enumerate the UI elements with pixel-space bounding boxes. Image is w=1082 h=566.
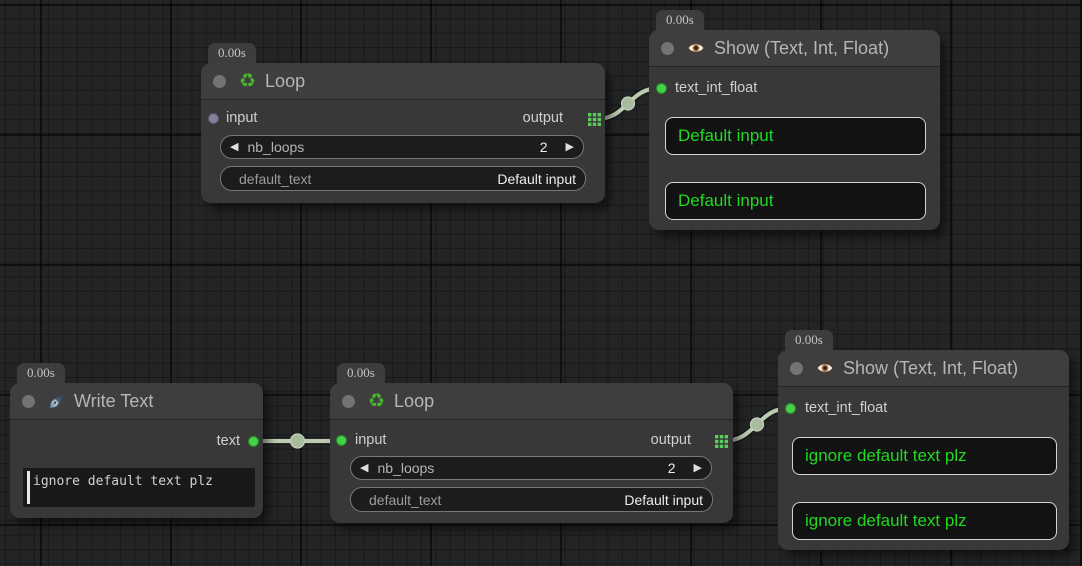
- node-show-top[interactable]: 0.00s Show (Text, Int, Float) text_int_f…: [649, 30, 940, 230]
- input-slot-dot[interactable]: [785, 403, 796, 414]
- node-title: Write Text: [74, 391, 153, 412]
- eye-icon: [816, 361, 834, 375]
- default-text-widget[interactable]: default_text Default input: [220, 166, 586, 191]
- node-write-text[interactable]: 0.00s Write Text text ignore default tex…: [10, 383, 263, 518]
- collapse-dot[interactable]: [790, 362, 803, 375]
- output-slot-label: output: [651, 432, 691, 448]
- nb-loops-label: nb_loops: [247, 139, 304, 155]
- node-title: Loop: [265, 71, 305, 92]
- nb-loops-widget[interactable]: ◀ nb_loops 2 ▶: [220, 135, 584, 159]
- show-text-box[interactable]: ignore default text plz: [792, 502, 1057, 540]
- node-title: Show (Text, Int, Float): [843, 358, 1018, 379]
- recycle-icon: ♻: [239, 72, 256, 91]
- default-text-label: default_text: [369, 492, 441, 508]
- textarea-content: ignore default text plz: [33, 474, 213, 489]
- eye-icon: [687, 41, 705, 55]
- node-title: Loop: [394, 391, 434, 412]
- link-midpoint-dot[interactable]: [751, 418, 764, 431]
- default-text-label: default_text: [239, 171, 311, 187]
- show-text-box[interactable]: Default input: [665, 117, 926, 155]
- execution-time-badge: 0.00s: [17, 363, 65, 383]
- node-loop-top[interactable]: 0.00s ♻ Loop input output ◀ nb_loops 2 ▶…: [201, 63, 605, 203]
- text-cursor: [27, 471, 30, 504]
- recycle-glyph: ♻: [368, 392, 385, 411]
- collapse-dot[interactable]: [342, 395, 355, 408]
- recycle-icon: ♻: [368, 392, 385, 411]
- nb-loops-value: 2: [540, 139, 548, 155]
- collapse-dot[interactable]: [661, 42, 674, 55]
- node-header[interactable]: ♻ Loop: [330, 383, 733, 420]
- decrement-arrow-icon[interactable]: ◀: [230, 142, 238, 153]
- link-midpoint-dot[interactable]: [622, 97, 635, 110]
- nb-loops-label: nb_loops: [377, 460, 434, 476]
- output-slot-label: text: [217, 433, 240, 449]
- default-text-widget[interactable]: default_text Default input: [350, 487, 713, 512]
- link-midpoint-dot[interactable]: [291, 434, 305, 448]
- decrement-arrow-icon[interactable]: ◀: [360, 463, 368, 474]
- input-slot-label: text_int_float: [675, 80, 757, 96]
- node-title: Show (Text, Int, Float): [714, 38, 889, 59]
- show-text-box[interactable]: ignore default text plz: [792, 437, 1057, 475]
- output-slot-label: output: [523, 110, 563, 126]
- recycle-glyph: ♻: [239, 72, 256, 91]
- output-grid-slot-icon[interactable]: [715, 435, 728, 448]
- text-editor-area[interactable]: ignore default text plz: [23, 468, 255, 507]
- increment-arrow-icon[interactable]: ▶: [566, 142, 574, 153]
- input-slot-dot[interactable]: [656, 83, 667, 94]
- input-slot-label: input: [355, 432, 386, 448]
- show-text-box[interactable]: Default input: [665, 182, 926, 220]
- node-header[interactable]: Show (Text, Int, Float): [649, 30, 940, 67]
- pen-icon: [48, 393, 65, 410]
- execution-time-badge: 0.00s: [785, 330, 833, 350]
- node-header[interactable]: ♻ Loop: [201, 63, 605, 100]
- input-slot-dot[interactable]: [208, 113, 219, 124]
- node-loop-bottom[interactable]: 0.00s ♻ Loop input output ◀ nb_loops 2 ▶…: [330, 383, 733, 523]
- execution-time-badge: 0.00s: [656, 10, 704, 30]
- nb-loops-value: 2: [668, 460, 676, 476]
- node-show-bottom[interactable]: 0.00s Show (Text, Int, Float) text_int_f…: [778, 350, 1069, 550]
- input-slot-label: text_int_float: [805, 400, 887, 416]
- execution-time-badge: 0.00s: [208, 43, 256, 63]
- nb-loops-widget[interactable]: ◀ nb_loops 2 ▶: [350, 456, 712, 480]
- input-slot-dot[interactable]: [336, 435, 347, 446]
- default-text-value: Default input: [624, 492, 703, 508]
- execution-time-badge: 0.00s: [337, 363, 385, 383]
- output-grid-slot-icon[interactable]: [588, 113, 601, 126]
- node-header[interactable]: Write Text: [10, 383, 263, 420]
- increment-arrow-icon[interactable]: ▶: [694, 463, 702, 474]
- node-header[interactable]: Show (Text, Int, Float): [778, 350, 1069, 387]
- default-text-value: Default input: [497, 171, 576, 187]
- input-slot-label: input: [226, 110, 257, 126]
- collapse-dot[interactable]: [22, 395, 35, 408]
- output-slot-dot[interactable]: [248, 436, 259, 447]
- collapse-dot[interactable]: [213, 75, 226, 88]
